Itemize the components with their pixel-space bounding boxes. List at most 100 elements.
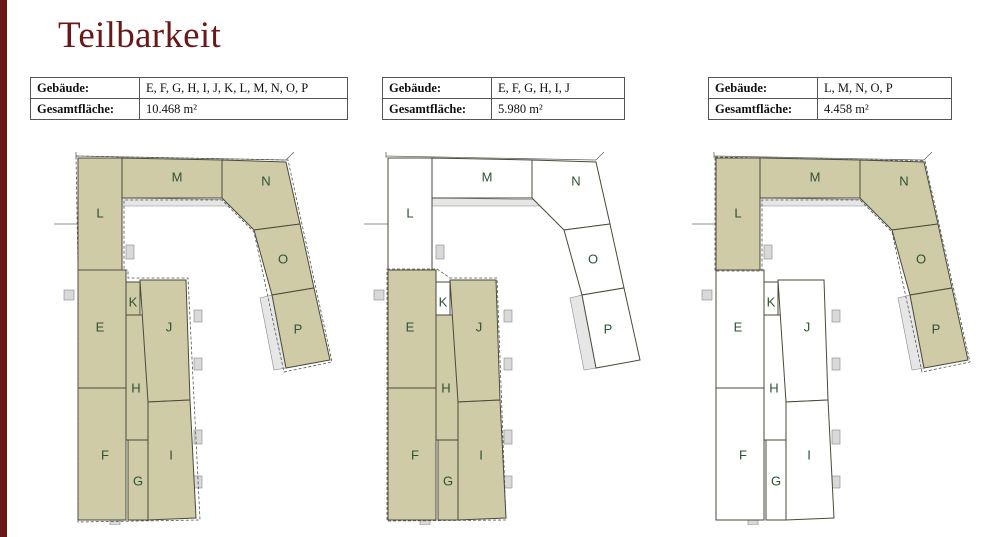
info-row-area: Gesamtfläche: 4.458 m² (708, 98, 952, 120)
section-p (909, 287, 969, 369)
section-label-h: H (441, 380, 450, 395)
section-p (271, 287, 331, 369)
page-title: Teilbarkeit (58, 15, 222, 56)
annex-box (125, 244, 135, 260)
info-row-buildings: Gebäude: E, F, G, H, I, J (382, 77, 625, 99)
section-label-h: H (769, 380, 778, 395)
info-table-3: Gebäude: L, M, N, O, P Gesamtfläche: 4.4… (708, 77, 952, 120)
annex-box (763, 244, 773, 260)
section-label-n: N (571, 173, 580, 188)
annex-box (435, 244, 445, 260)
section-label-o: O (916, 251, 926, 266)
selection-outline (386, 268, 507, 522)
section-label-m: M (482, 169, 493, 184)
site-line (923, 151, 933, 161)
section-label-p: P (604, 321, 613, 336)
annex-box (373, 289, 385, 301)
info-table-2: Gebäude: E, F, G, H, I, J Gesamtfläche: … (382, 77, 625, 120)
section-n (859, 159, 939, 231)
section-j (777, 279, 829, 403)
info-row-buildings: Gebäude: L, M, N, O, P (708, 77, 952, 99)
buildings-value: E, F, G, H, I, J (491, 77, 625, 99)
annex-box (831, 357, 841, 371)
section-label-g: G (133, 473, 143, 488)
annex-box (831, 309, 841, 323)
section-label-p: P (932, 321, 941, 336)
selection-outline (75, 155, 333, 523)
selection-outline (714, 156, 971, 373)
site-line (285, 151, 295, 161)
area-value: 10.468 m² (139, 98, 348, 120)
section-f (715, 387, 765, 521)
area-label: Gesamtfläche: (30, 98, 140, 120)
section-f (387, 387, 437, 521)
annex-box (747, 519, 759, 525)
annex-box (701, 289, 713, 301)
section-label-g: G (771, 473, 781, 488)
info-row-area: Gesamtfläche: 5.980 m² (382, 98, 625, 120)
section-label-j: J (166, 319, 173, 334)
section-label-l: L (406, 205, 413, 220)
site-line (385, 155, 597, 161)
area-label: Gesamtfläche: (382, 98, 492, 120)
annex-box (503, 429, 513, 445)
annex-box (503, 309, 513, 323)
section-label-l: L (96, 205, 103, 220)
section-i (147, 399, 197, 521)
annex-box (109, 519, 121, 525)
section-label-p: P (294, 321, 303, 336)
section-label-f: F (411, 447, 419, 462)
area-value: 5.980 m² (491, 98, 625, 120)
section-label-e: E (406, 319, 415, 334)
left-accent-bar (0, 0, 7, 537)
annex-box (63, 289, 75, 301)
annex-box (831, 429, 841, 445)
section-label-k: K (129, 294, 138, 309)
buildings-label: Gebäude: (708, 77, 818, 99)
section-label-n: N (261, 173, 270, 188)
section-label-o: O (588, 251, 598, 266)
section-label-j: J (476, 319, 483, 334)
section-label-o: O (278, 251, 288, 266)
section-label-k: K (439, 294, 448, 309)
section-p (581, 287, 641, 369)
area-value: 4.458 m² (817, 98, 952, 120)
section-label-m: M (172, 169, 183, 184)
floor-plan-2: M N O P L E F K H G J I (360, 150, 660, 525)
buildings-value: L, M, N, O, P (817, 77, 952, 99)
annex-box (503, 475, 513, 489)
site-line (595, 151, 605, 161)
info-row-buildings: Gebäude: E, F, G, H, I, J, K, L, M, N, O… (30, 77, 348, 99)
section-label-g: G (443, 473, 453, 488)
section-label-m: M (810, 169, 821, 184)
annex-box (193, 309, 203, 323)
section-label-i: I (479, 447, 483, 462)
section-label-i: I (807, 447, 811, 462)
info-table-1: Gebäude: E, F, G, H, I, J, K, L, M, N, O… (30, 77, 348, 120)
section-n (221, 159, 301, 231)
section-label-j: J (804, 319, 811, 334)
info-row-area: Gesamtfläche: 10.468 m² (30, 98, 348, 120)
section-label-f: F (101, 447, 109, 462)
annex-box (831, 475, 841, 489)
buildings-value: E, F, G, H, I, J, K, L, M, N, O, P (139, 77, 348, 99)
buildings-label: Gebäude: (382, 77, 492, 99)
section-i (785, 399, 835, 521)
annex-box (503, 357, 513, 371)
section-label-h: H (131, 380, 140, 395)
annex-box (193, 357, 203, 371)
section-label-e: E (734, 319, 743, 334)
buildings-label: Gebäude: (30, 77, 140, 99)
section-n (531, 159, 611, 231)
section-label-k: K (767, 294, 776, 309)
section-label-f: F (739, 447, 747, 462)
area-label: Gesamtfläche: (708, 98, 818, 120)
section-j (139, 279, 191, 403)
section-label-n: N (899, 173, 908, 188)
site-line (713, 155, 925, 161)
floor-plan-2-svg: M N O P L E F K H G J I (364, 151, 641, 525)
